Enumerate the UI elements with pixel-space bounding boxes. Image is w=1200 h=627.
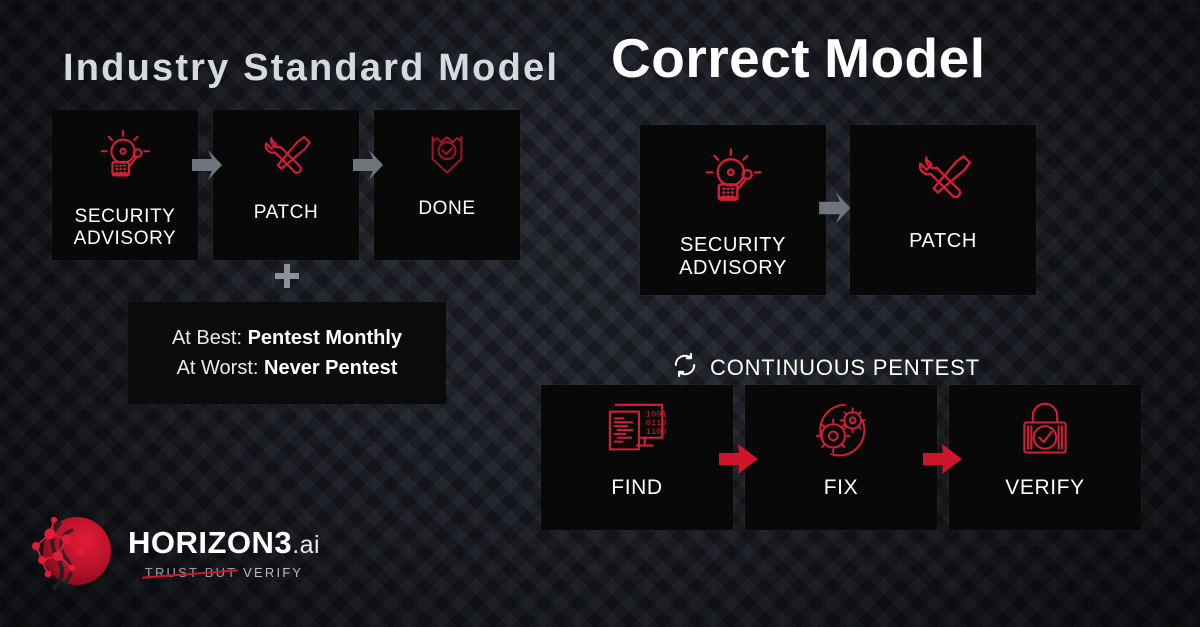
card-find[interactable]: 1001 0110 1100 FIND: [541, 385, 733, 530]
logo-wordmark: HORIZON3.ai: [128, 525, 321, 560]
logo-tagline: TRUST BUT VERIFY: [144, 565, 304, 580]
refresh-loop-icon: [672, 352, 698, 384]
card-label: FIND: [611, 476, 663, 499]
card-label: SECURITY ADVISORY: [73, 206, 177, 249]
gray-arrow-right-icon: [190, 142, 238, 193]
card-label: SECURITY ADVISORY: [679, 234, 787, 279]
code-monitor-icon: 1001 0110 1100: [602, 399, 672, 466]
gray-arrow-right-icon: [351, 142, 399, 193]
horizon3-logo: HORIZON3.ai TRUST BUT VERIFY: [28, 508, 320, 599]
cadence-best-row: At Best: Pentest Monthly: [171, 326, 403, 349]
red-loop-back-path: [0, 0, 300, 150]
right-panel-title-highlight: Correct: [602, 26, 817, 90]
card-label: PATCH: [253, 202, 319, 223]
shield-check-badge-icon: [420, 127, 474, 186]
gears-icon: [808, 399, 874, 466]
svg-text:0110: 0110: [646, 418, 667, 428]
card-done[interactable]: DONE: [374, 110, 520, 260]
alarm-siren-icon: [94, 127, 156, 194]
card-label: PATCH: [909, 230, 977, 252]
left-panel-title: Industry Standard Model: [63, 47, 560, 89]
plus-icon: [275, 264, 299, 288]
svg-text:1100: 1100: [646, 427, 667, 437]
lock-check-icon: [1015, 399, 1075, 466]
card-patch[interactable]: PATCH: [213, 110, 359, 260]
continuous-pentest-text: CONTINUOUS PENTEST: [710, 355, 980, 380]
card-security-advisory-correct[interactable]: SECURITY ADVISORY: [640, 125, 826, 295]
wrench-screwdriver-icon: [910, 145, 976, 216]
card-fix[interactable]: FIX: [745, 385, 937, 530]
card-label: FIX: [823, 476, 859, 499]
svg-text:1001: 1001: [646, 409, 667, 419]
card-security-advisory[interactable]: SECURITY ADVISORY: [52, 110, 198, 260]
continuous-pentest-label: CONTINUOUS PENTEST: [672, 352, 980, 384]
cadence-worst-row: At Worst: Never Pentest: [176, 356, 398, 379]
red-arrow-right-icon: [717, 441, 761, 482]
right-panel-title-plain: Model: [824, 27, 986, 89]
wrench-screwdriver-icon: [257, 127, 315, 190]
horizon3-network-sphere-icon: [28, 508, 114, 599]
card-verify[interactable]: VERIFY: [949, 385, 1141, 530]
gray-arrow-right-icon: [817, 184, 867, 237]
red-arrow-right-icon: [921, 441, 965, 482]
card-label: VERIFY: [1005, 476, 1085, 499]
card-label: DONE: [418, 198, 476, 219]
alarm-siren-icon: [698, 145, 768, 220]
card-patch-correct[interactable]: PATCH: [850, 125, 1036, 295]
cadence-box: At Best: Pentest Monthly At Worst: Never…: [128, 302, 446, 404]
